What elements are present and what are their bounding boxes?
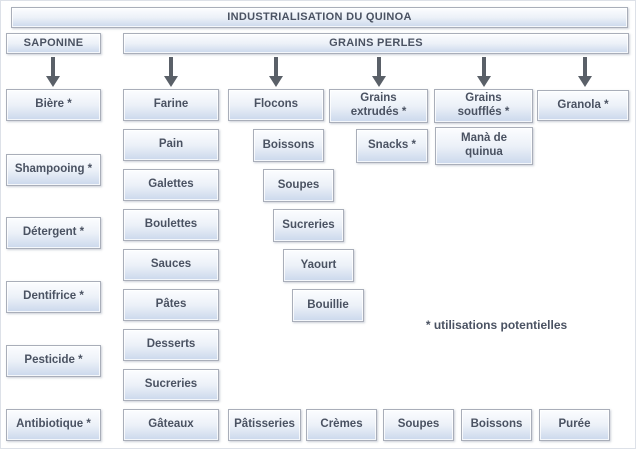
node-patisseries: Pâtisseries [228,409,301,441]
node-yaourt: Yaourt [283,249,354,282]
node-antibiotique: Antibiotique * [6,409,101,441]
node-granola: Granola * [537,90,629,121]
node-gateaux: Gâteaux [123,409,219,441]
node-shampooing: Shampooing * [6,154,101,186]
arrow-down-icon [164,57,178,87]
node-flocons: Flocons [228,89,324,121]
node-boulettes: Boulettes [123,209,219,241]
arrow-down-icon [477,57,491,87]
node-boissons-flocons: Boissons [253,129,324,162]
node-desserts: Desserts [123,329,219,361]
node-mana-de-quinua: Manà de quinua [435,127,533,165]
arrow-down-icon [269,57,283,87]
node-sucreries-flocons: Sucreries [273,209,344,242]
node-dentifrice: Dentifrice * [6,281,101,313]
node-pates: Pâtes [123,289,219,321]
node-bouillie: Bouillie [292,289,364,322]
node-detergent: Détergent * [6,217,101,249]
node-pain: Pain [123,129,219,161]
node-grains-extrudes: Grains extrudés * [329,89,428,123]
arrow-down-icon [46,57,60,87]
footnote-potential-uses: * utilisations potentielles [425,318,568,332]
node-grains-souffles: Grains soufflés * [434,89,533,123]
node-sauces: Sauces [123,249,219,281]
node-soupes-flocons: Soupes [263,169,334,202]
node-galettes: Galettes [123,169,219,201]
node-boissons-bottom: Boissons [461,409,532,441]
branch-header-saponine: SAPONINE [6,33,101,54]
node-farine: Farine [123,89,219,121]
diagram-title: INDUSTRIALISATION DU QUINOA [11,7,628,28]
node-cremes: Crèmes [306,409,377,441]
node-snacks: Snacks * [356,129,428,163]
arrow-down-icon [578,57,592,87]
node-puree: Purée [539,409,610,441]
arrow-down-icon [372,57,386,87]
node-biere: Bière * [6,89,101,121]
node-soupes-bottom: Soupes [383,409,454,441]
branch-header-grains-perles: GRAINS PERLES [123,33,629,54]
node-sucreries-farine: Sucreries [123,369,219,401]
node-pesticide: Pesticide * [6,345,101,377]
